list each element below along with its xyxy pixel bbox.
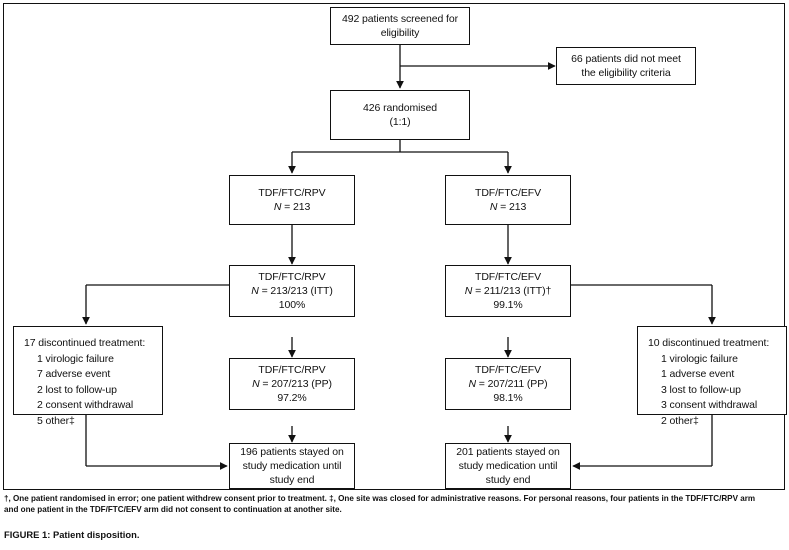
node-randomised-line-1: 426 randomised: [363, 102, 437, 114]
disc-efv-item-2: 1 adverse event: [661, 368, 735, 380]
node-arm-efv-line-1: TDF/FTC/EFV: [475, 187, 541, 199]
node-pp-rpv-value: = 207/213 (PP): [259, 378, 332, 390]
node-itt-rpv-line-3: 100%: [278, 299, 306, 311]
node-pp-rpv-line-2: N = 207/213 (PP): [252, 377, 332, 391]
node-pp-efv-line-2: N = 207/211 (PP): [468, 377, 547, 391]
node-discontinued-efv: 10 discontinued treatment: 1 virologic f…: [637, 326, 787, 427]
node-arm-rpv-line-2: N = 213: [274, 200, 310, 214]
n-symbol: N: [464, 285, 473, 297]
node-pp-rpv-line-3: 97.2%: [277, 392, 307, 404]
disc-rpv-item-4: 2 consent withdrawal: [37, 399, 134, 411]
node-pp-efv-line-1: TDF/FTC/EFV: [475, 364, 541, 376]
node-itt-efv: TDF/FTC/EFV N = 211/213 (ITT)† 99.1%: [445, 265, 571, 317]
footnote-line-2: and one patient in the TDF/FTC/EFV arm d…: [4, 504, 342, 514]
node-arm-efv-line-2: N = 213: [490, 200, 526, 214]
node-itt-rpv-line-2: N = 213/213 (ITT): [251, 284, 333, 298]
node-pp-efv-line-3: 98.1%: [493, 392, 523, 404]
disc-efv-title: 10 discontinued treatment:: [648, 337, 770, 349]
node-completed-efv: 201 patients stayed on study medication …: [445, 443, 571, 489]
disc-efv-item-1: 1 virologic failure: [661, 352, 738, 365]
node-excluded: 66 patients did not meet the eligibility…: [556, 47, 696, 85]
node-arm-efv-value: = 213: [497, 201, 527, 213]
node-excluded-line-1: 66 patients did not meet: [571, 53, 681, 65]
node-randomised-line-2: (1:1): [389, 116, 411, 128]
n-symbol: N: [251, 285, 259, 297]
node-screened-line-2: eligibility: [380, 27, 420, 39]
node-arm-rpv-line-1: TDF/FTC/RPV: [258, 187, 326, 199]
node-completed-rpv-line-1: 196 patients stayed on: [240, 446, 344, 458]
node-arm-rpv-value: = 213: [281, 201, 311, 213]
figure-caption: FIGURE 1: Patient disposition.: [4, 529, 140, 540]
node-pp-efv-value: = 207/211 (PP): [475, 378, 548, 390]
node-pp-rpv-line-1: TDF/FTC/RPV: [258, 364, 326, 376]
diagram-frame: [3, 3, 785, 490]
node-itt-efv-line-3: 99.1%: [493, 299, 523, 311]
node-itt-rpv-line-1: TDF/FTC/RPV: [258, 271, 326, 283]
n-symbol: N: [468, 378, 476, 390]
n-symbol: N: [273, 201, 282, 213]
node-screened-line-1: 492 patients screened for: [342, 13, 458, 25]
node-excluded-line-2: the eligibility criteria: [581, 67, 671, 79]
figure-footnotes: †, One patient randomised in error; one …: [4, 494, 785, 515]
node-pp-efv: TDF/FTC/EFV N = 207/211 (PP) 98.1%: [445, 358, 571, 410]
node-itt-efv-value: = 211/213 (ITT)†: [472, 285, 552, 297]
disc-rpv-item-3: 2 lost to follow-up: [37, 383, 117, 396]
node-completed-efv-line-1: 201 patients stayed on: [456, 446, 560, 458]
node-randomised: 426 randomised (1:1): [330, 90, 470, 140]
disc-rpv-title: 17 discontinued treatment:: [24, 337, 146, 349]
node-completed-efv-line-2: study medication until: [458, 460, 558, 472]
node-completed-efv-line-3: study end: [485, 474, 531, 486]
disc-rpv-item-1: 1 virologic failure: [37, 352, 114, 365]
disc-efv-item-4: 3 consent withdrawal: [661, 399, 758, 411]
node-screened: 492 patients screened for eligibility: [330, 7, 470, 45]
node-completed-rpv-line-2: study medication until: [242, 460, 342, 472]
node-pp-rpv: TDF/FTC/RPV N = 207/213 (PP) 97.2%: [229, 358, 355, 410]
node-itt-rpv-value: = 213/213 (ITT): [258, 285, 333, 297]
node-itt-efv-line-2: N = 211/213 (ITT)†: [464, 284, 552, 298]
disc-rpv-item-5: 5 other‡: [37, 414, 75, 427]
node-itt-efv-line-1: TDF/FTC/EFV: [475, 271, 541, 283]
disc-efv-item-3: 3 lost to follow-up: [661, 383, 741, 396]
node-itt-rpv: TDF/FTC/RPV N = 213/213 (ITT) 100%: [229, 265, 355, 317]
disc-rpv-item-2: 7 adverse event: [37, 368, 111, 380]
node-completed-rpv: 196 patients stayed on study medication …: [229, 443, 355, 489]
disc-efv-item-5: 2 other‡: [661, 414, 699, 427]
node-arm-efv: TDF/FTC/EFV N = 213: [445, 175, 571, 225]
node-completed-rpv-line-3: study end: [269, 474, 315, 486]
n-symbol: N: [489, 201, 498, 213]
footnote-line-1: †, One patient randomised in error; one …: [4, 494, 756, 503]
node-arm-rpv: TDF/FTC/RPV N = 213: [229, 175, 355, 225]
node-discontinued-rpv: 17 discontinued treatment: 1 virologic f…: [13, 326, 163, 427]
n-symbol: N: [252, 378, 260, 390]
